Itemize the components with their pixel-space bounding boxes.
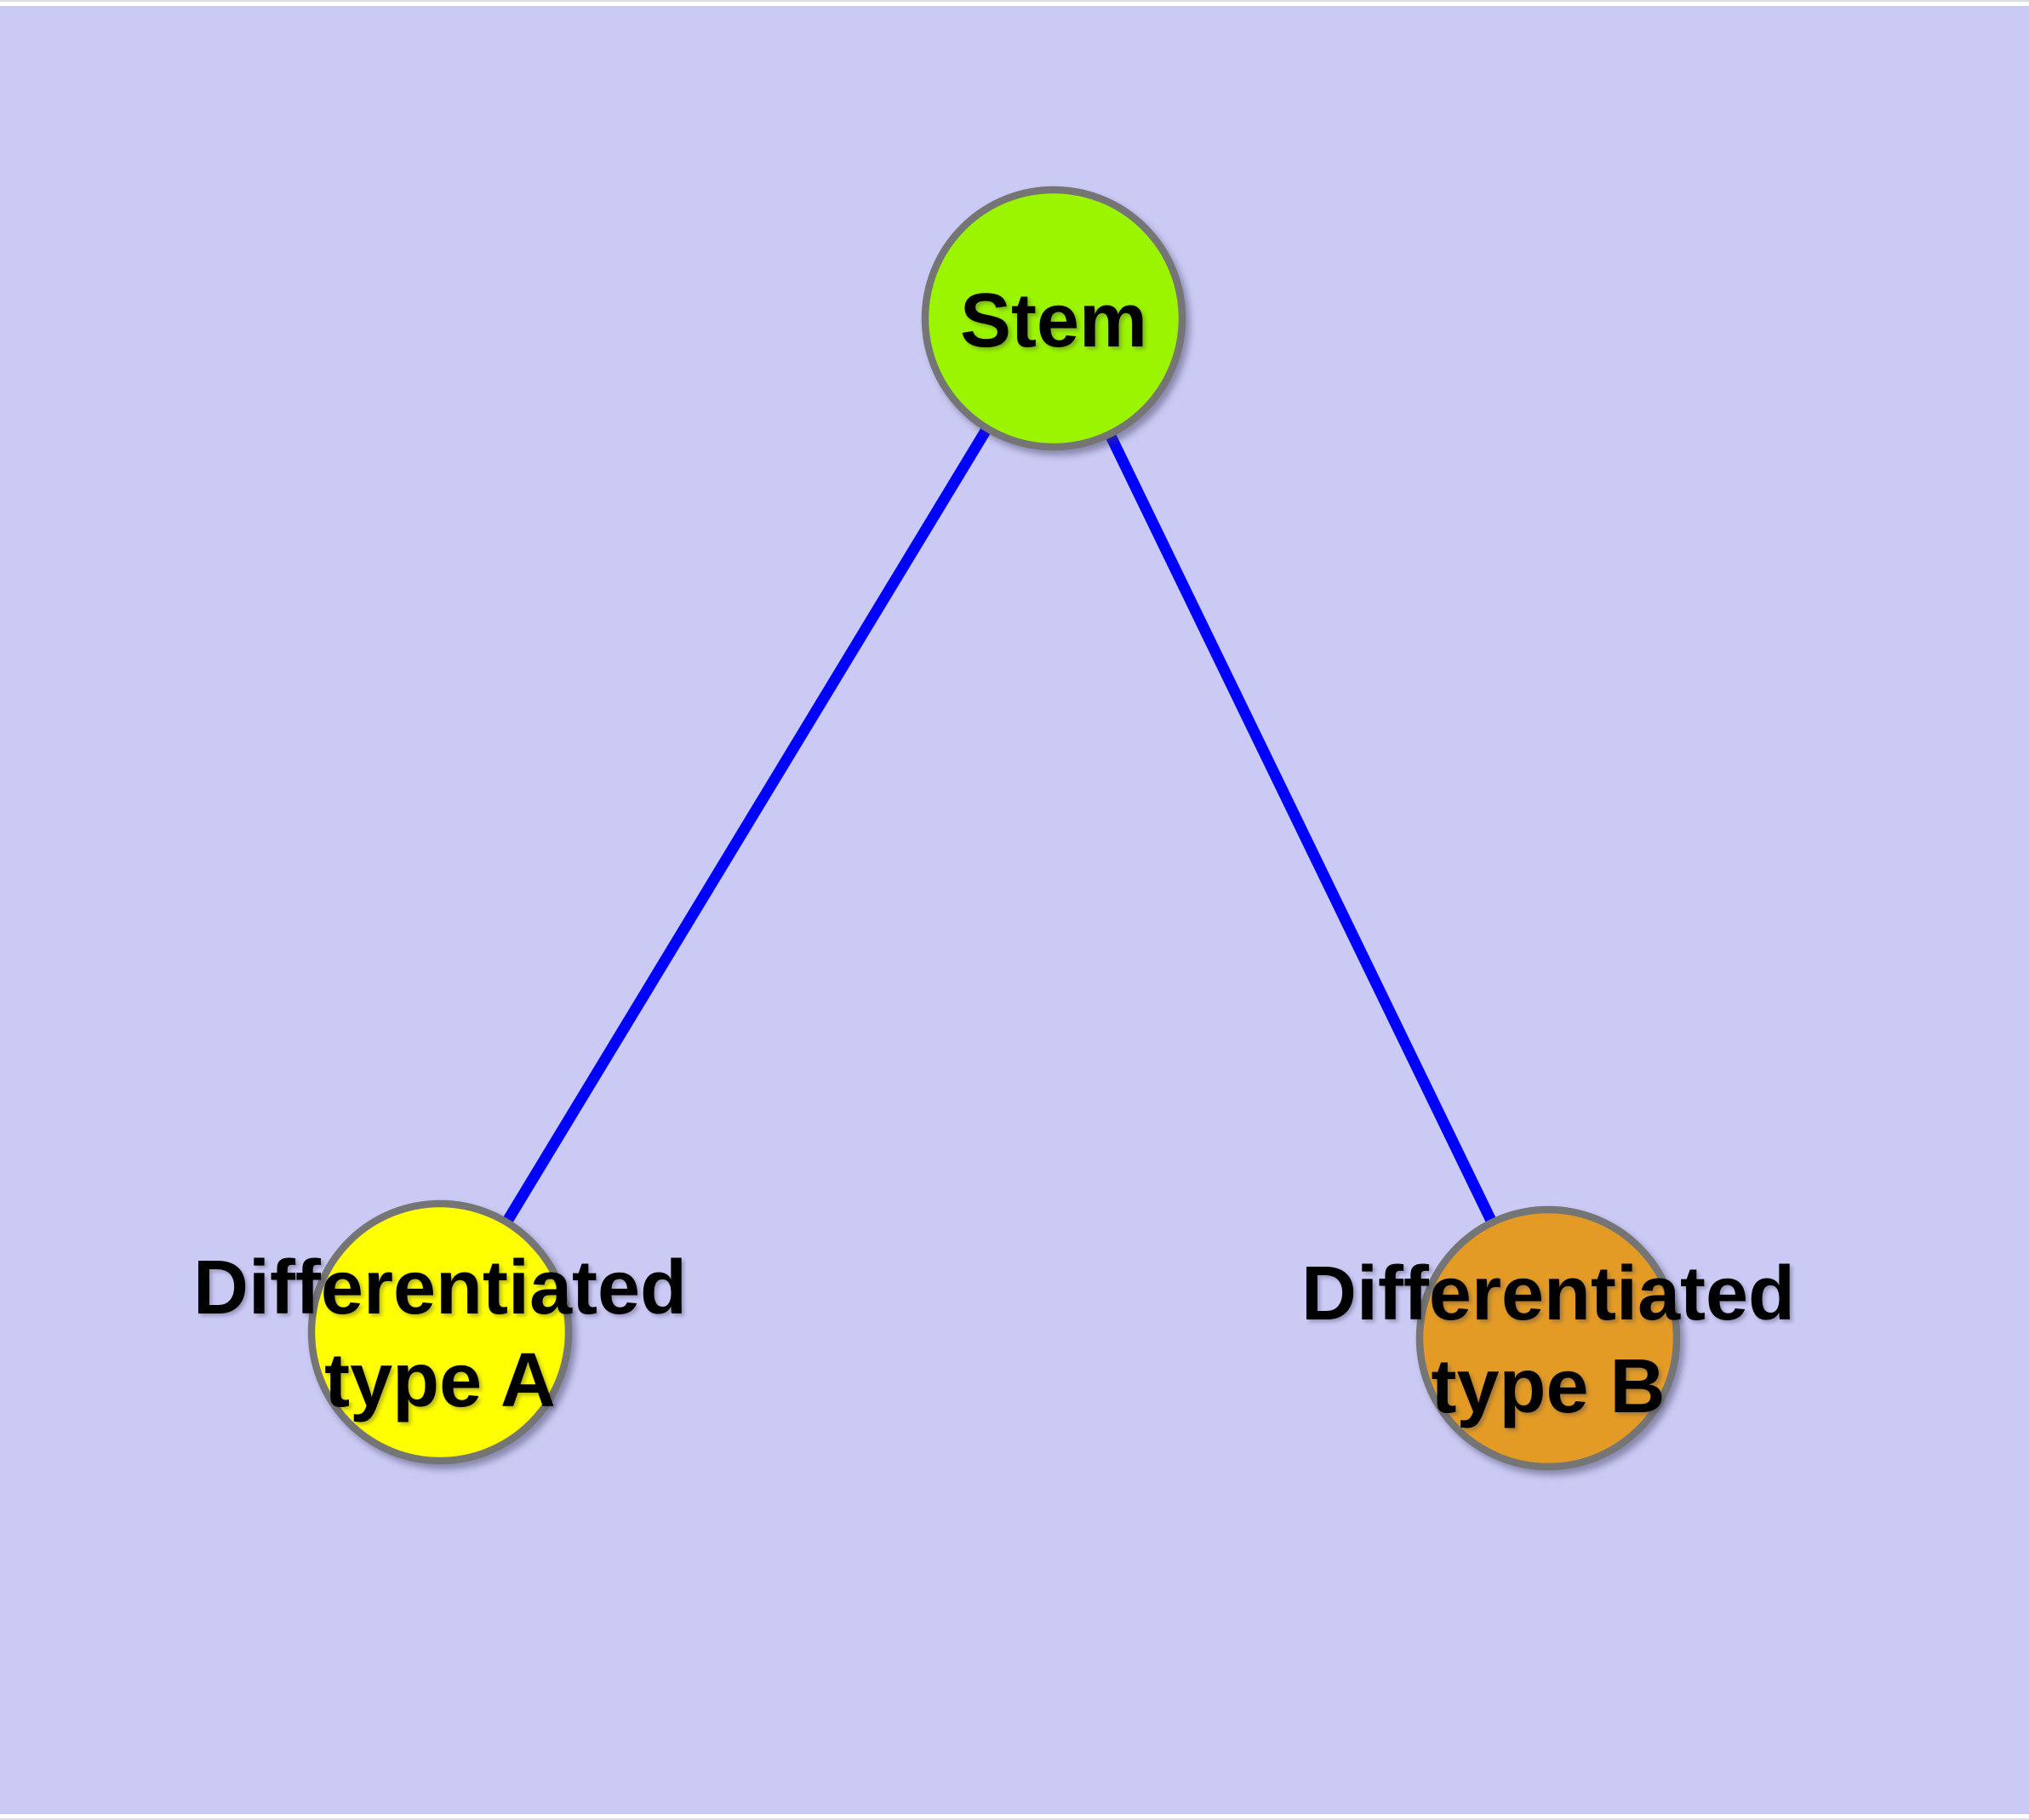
node-type-a-label-line1: Differentiated [193, 1245, 687, 1331]
frame-edge-top [0, 0, 2029, 2]
edge-stem-to-type-a [435, 315, 1059, 1336]
node-type-b-label-line1: Differentiated [1301, 1251, 1795, 1336]
node-type-a-circle [307, 1199, 573, 1465]
node-stem-circle [921, 186, 1186, 451]
node-type-b-circle [1415, 1205, 1681, 1471]
frame-strip-bottom [0, 1814, 2029, 1818]
node-type-a-label-line2: type A [324, 1338, 556, 1423]
frame-strip-top [0, 2, 2029, 6]
edge-stem-to-type-b [1049, 316, 1553, 1341]
node-stem-label: Stem [960, 278, 1147, 363]
frame-edge-bottom [0, 1818, 2029, 1820]
node-type-b-label-line2: type B [1431, 1344, 1665, 1429]
